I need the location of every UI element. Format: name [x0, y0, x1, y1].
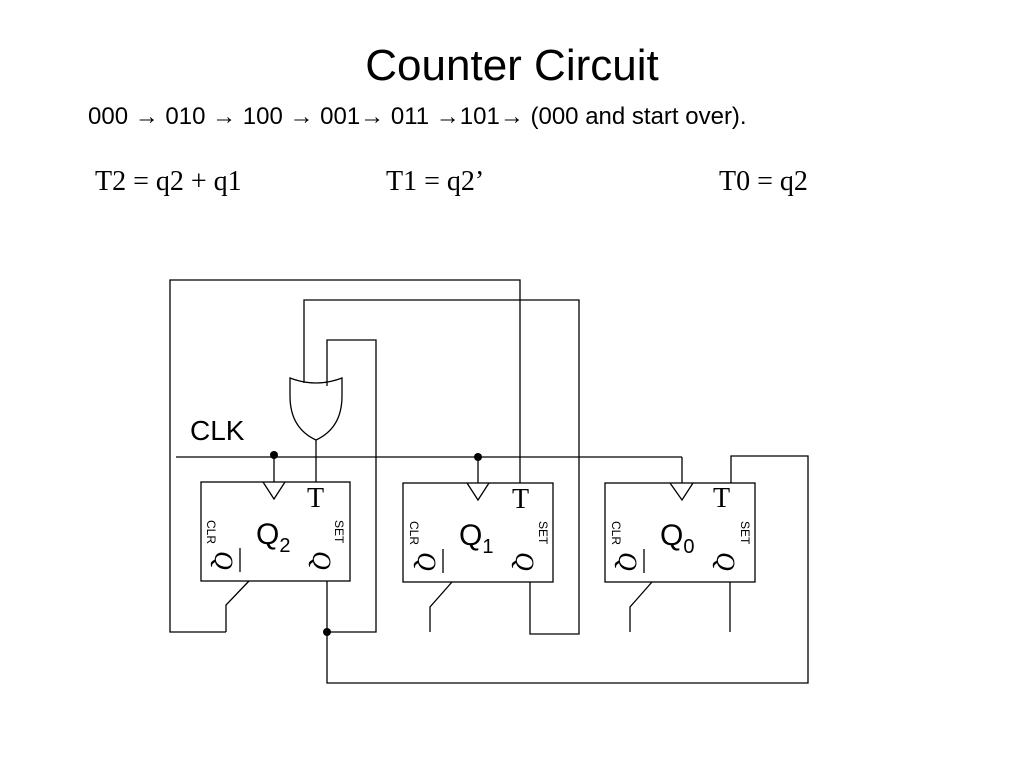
- ff0-q-label: Q: [711, 552, 740, 571]
- ff2-clr-label: CLR: [204, 520, 218, 544]
- clock-triangle-q2: [262, 481, 286, 501]
- flipflop-box-q1: [402, 482, 554, 583]
- ff2-name: Q2: [256, 518, 290, 557]
- ff0-t-label: T: [713, 483, 730, 514]
- ff1-qbar-label: Q: [412, 552, 441, 571]
- ff1-q-label: Q: [510, 552, 539, 571]
- clock-label: CLK: [190, 415, 245, 446]
- wire-q2bar-to-t1: [169, 279, 521, 633]
- wire-q2-to-or: [326, 339, 377, 633]
- qbar-output-q0: [629, 581, 653, 632]
- ff1-clr-label: CLR: [407, 521, 421, 545]
- ff1-set-label: SET: [536, 521, 550, 545]
- junction-dot-clk-q2: [270, 451, 278, 459]
- ff1-name: Q1: [459, 519, 493, 558]
- wire-q2-to-t0: [326, 455, 809, 684]
- equation-t1: T1 = q2’: [386, 166, 485, 197]
- clock-triangle-q0: [669, 482, 694, 502]
- or-gate: [289, 377, 343, 441]
- clock-triangle-q1: [466, 482, 490, 502]
- junction-dot-clk-q1: [474, 453, 482, 461]
- ff0-set-label: SET: [738, 521, 752, 545]
- ff0-clr-label: CLR: [609, 521, 623, 545]
- ff1-t-label: T: [512, 484, 529, 515]
- junction-dot-q2-output: [323, 628, 331, 636]
- page-title: Counter Circuit: [365, 41, 659, 90]
- ff0-name: Q0: [660, 519, 694, 558]
- wire-q1-to-or: [303, 299, 580, 635]
- ff2-set-label: SET: [332, 520, 346, 544]
- ff2-q-label: Q: [307, 551, 336, 570]
- flipflop-box-q2: [200, 481, 351, 582]
- state-sequence: 000 → 010 → 100 → 001→ 011 →101→ (000 an…: [88, 103, 747, 130]
- ff0-qbar-label: Q: [613, 552, 642, 571]
- ff2-qbar-label: Q: [209, 551, 238, 570]
- equation-t2: T2 = q2 + q1: [95, 166, 242, 197]
- flipflop-box-q0: [604, 482, 756, 583]
- qbar-output-q1: [429, 581, 453, 632]
- ff2-t-label: T: [307, 483, 324, 514]
- qbar-output-q2: [225, 580, 250, 632]
- equation-t0: T0 = q2: [719, 166, 808, 197]
